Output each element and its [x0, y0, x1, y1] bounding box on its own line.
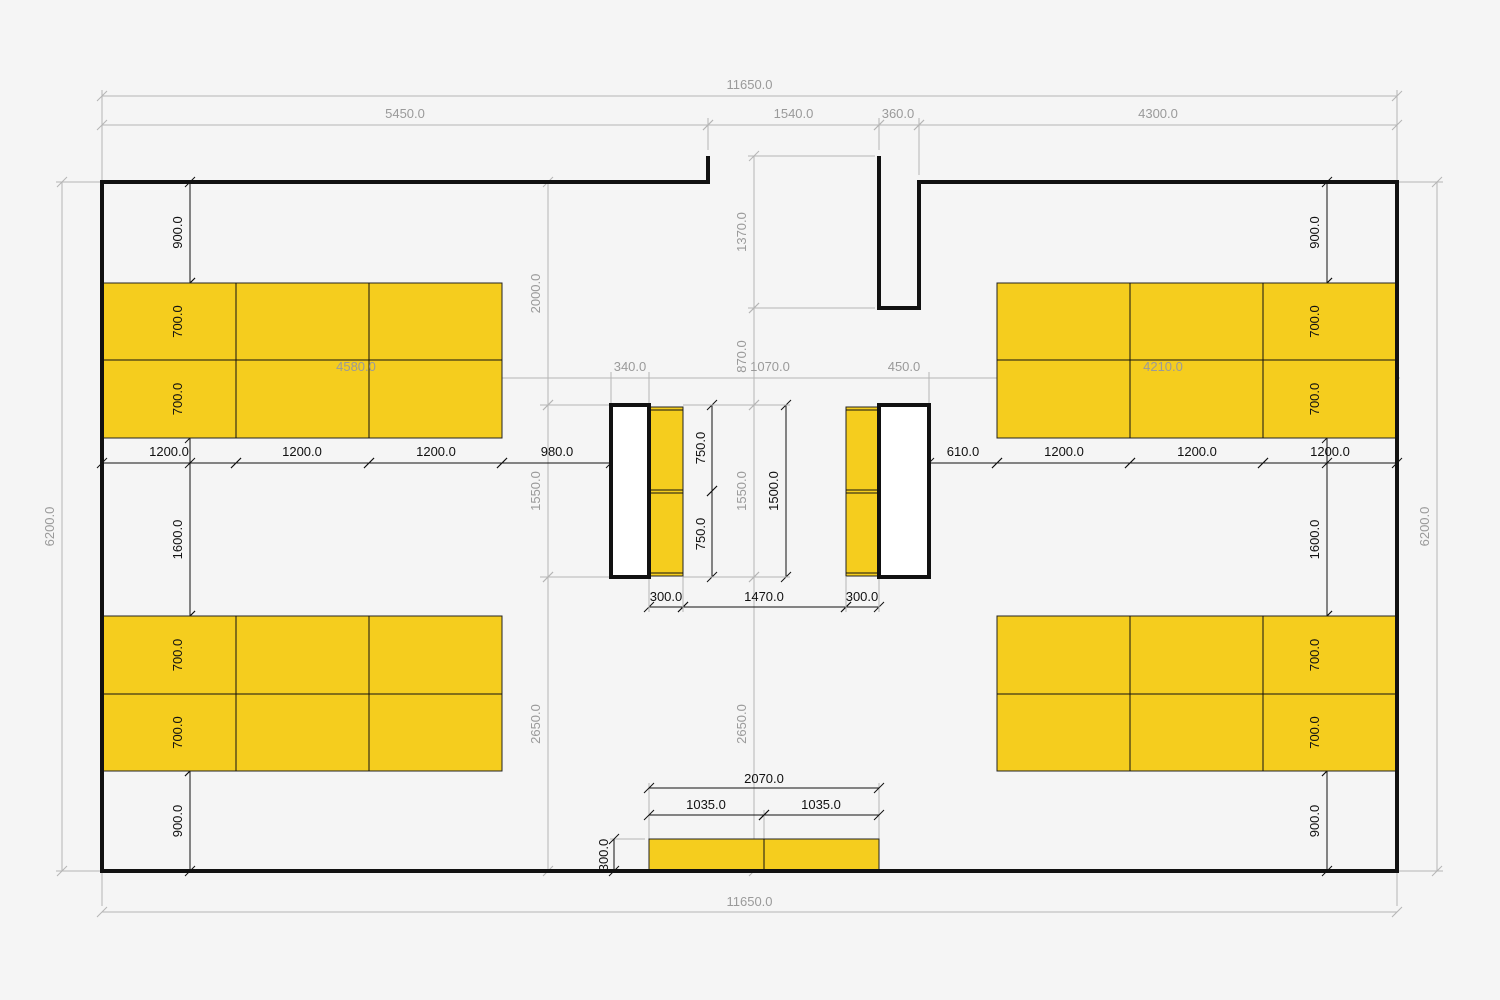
dimension-tick: [758, 809, 770, 821]
dimension-tick: [230, 457, 242, 469]
dimension-label-l_700a: 700.0: [170, 305, 185, 338]
dimension-tick: [96, 906, 108, 918]
dimension-tick: [1391, 906, 1403, 918]
dimension-label-height_left: 6200.0: [42, 507, 57, 547]
dimension-tick: [748, 150, 760, 162]
dimension-tick: [56, 176, 68, 188]
center-shelf-right: [845, 406, 880, 577]
dimension-label-h_r1: 1200.0: [1044, 444, 1084, 459]
bottom-counter: [648, 838, 880, 872]
extension-line: [56, 181, 1443, 872]
dimension-tick: [991, 457, 1003, 469]
dimension-label-r_700c: 700.0: [1307, 639, 1322, 672]
dimension-label-r_1600: 1600.0: [1307, 520, 1322, 560]
dimension-label-seg_pillar: 360.0: [882, 106, 915, 121]
dimension-label-ctr_v2: 870.0: [734, 340, 749, 373]
dimension-label-seg_right: 4300.0: [1138, 106, 1178, 121]
table-group-top-left: [102, 282, 503, 439]
dimension-label-seg_door: 1540.0: [774, 106, 814, 121]
dimension-tick: [643, 809, 655, 821]
table-group-top-right: [996, 282, 1397, 439]
center-shelf-left: [648, 406, 684, 577]
dimension-tick: [96, 119, 108, 131]
dimension-label-l_700b: 700.0: [170, 383, 185, 416]
dimension-tick: [56, 865, 68, 877]
center-column-left: [609, 403, 651, 579]
dimension-label-row_340: 340.0: [614, 359, 647, 374]
dimension-label-row_left: 4580.0: [336, 359, 376, 374]
dimension-tick: [1124, 457, 1136, 469]
dimension-tick: [913, 119, 925, 131]
dimension-label-l_700c: 700.0: [170, 639, 185, 672]
dimension-tick: [706, 485, 718, 497]
table-group-bottom-left: [102, 615, 503, 772]
dimension-tick: [1391, 119, 1403, 131]
dimension-label-height_right: 6200.0: [1417, 507, 1432, 547]
dimension-tick: [96, 90, 108, 102]
extension-line: [610, 372, 930, 405]
dimension-tick: [1431, 865, 1443, 877]
dimension-label-ctr_v1: 1370.0: [734, 212, 749, 252]
furniture: [102, 282, 1397, 872]
dimension-label-b_1035b: 1035.0: [801, 797, 841, 812]
dimension-label-h_l1: 1200.0: [149, 444, 189, 459]
dimension-label-c_1500: 1500.0: [766, 471, 781, 511]
outer-wall: [100, 156, 1399, 873]
dimension-tick: [1431, 176, 1443, 188]
dimension-tick: [542, 399, 554, 411]
dimension-label-seg_left: 5450.0: [385, 106, 425, 121]
dimension-tick: [643, 782, 655, 794]
table-group-bottom-right: [996, 615, 1397, 772]
dimension-label-row_right: 4210.0: [1143, 359, 1183, 374]
extension-line: [100, 155, 1400, 578]
dimension-tick: [702, 119, 714, 131]
dimension-label-r_900a: 900.0: [1307, 216, 1322, 249]
dimension-label-r_900b: 900.0: [1307, 805, 1322, 838]
extension-line: [648, 577, 880, 839]
dimension-label-c_750b: 750.0: [693, 518, 708, 551]
dimension-label-overall_width_bottom: 11650.0: [726, 894, 772, 909]
extension-line: [683, 404, 790, 578]
dimension-label-c_750a: 750.0: [693, 432, 708, 465]
dimension-label-r_700b: 700.0: [1307, 383, 1322, 416]
dimension-tick: [363, 457, 375, 469]
dimension-label-h_r2: 1200.0: [1177, 444, 1217, 459]
dimension-label-h_l3: 1200.0: [416, 444, 456, 459]
dimension-label-b_1035a: 1035.0: [686, 797, 726, 812]
dimension-label-r_700a: 700.0: [1307, 305, 1322, 338]
dimension-label-mid_v3: 2650.0: [528, 704, 543, 744]
dimension-label-r_700d: 700.0: [1307, 716, 1322, 749]
dimension-tick: [873, 809, 885, 821]
dimension-label-c_300b: 300.0: [846, 589, 879, 604]
dimension-label-l_900b: 900.0: [170, 805, 185, 838]
dimension-label-h_980: 980.0: [541, 444, 574, 459]
dimension-tick: [748, 302, 760, 314]
dimension-label-h_l2: 1200.0: [282, 444, 322, 459]
dimension-label-row_450: 450.0: [888, 359, 921, 374]
center-column-right: [877, 403, 931, 579]
dimension-tick: [496, 457, 508, 469]
dimension-label-l_700d: 700.0: [170, 716, 185, 749]
extension-line: [101, 90, 1398, 906]
dimension-label-l_900a: 900.0: [170, 216, 185, 249]
dimension-label-h_610: 610.0: [947, 444, 980, 459]
dimension-label-ctr_v3: 1550.0: [734, 471, 749, 511]
dimension-label-mid_v2: 1550.0: [528, 471, 543, 511]
dimension-label-b_2070: 2070.0: [744, 771, 784, 786]
dimension-label-row_1070: 1070.0: [750, 359, 790, 374]
dimension-tick: [1391, 90, 1403, 102]
dimension-label-l_1600: 1600.0: [170, 520, 185, 560]
dimension-tick: [542, 571, 554, 583]
dimension-label-h_r3: 1200.0: [1310, 444, 1350, 459]
dimension-label-overall_width_top: 11650.0: [726, 77, 772, 92]
dimension-tick: [873, 119, 885, 131]
dimension-tick: [873, 782, 885, 794]
dimension-label-c_1470: 1470.0: [744, 589, 784, 604]
dimension-label-b_300: 300.0: [596, 839, 611, 872]
dimension-label-c_300a: 300.0: [650, 589, 683, 604]
dimension-tick: [608, 833, 620, 845]
dimension-label-ctr_v4: 2650.0: [734, 704, 749, 744]
dimension-tick: [1257, 457, 1269, 469]
dimension-label-mid_v1: 2000.0: [528, 274, 543, 314]
